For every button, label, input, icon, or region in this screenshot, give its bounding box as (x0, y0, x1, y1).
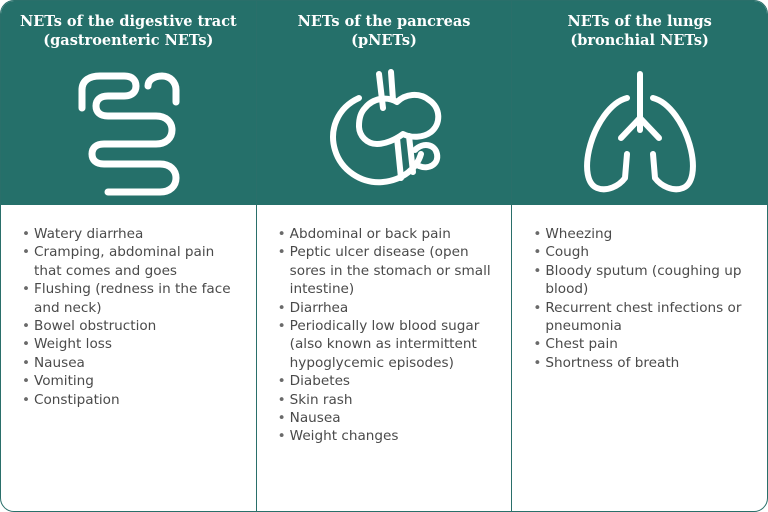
column-title-line2: (pNETs) (351, 32, 417, 49)
column-title-line1: NETs of the lungs (567, 13, 712, 30)
intestine-icon (63, 68, 193, 198)
column-digestive-tract: NETs of the digestive tract (gastroenter… (1, 1, 256, 511)
list-item: Nausea (278, 409, 502, 428)
list-item: Cough (533, 243, 757, 262)
list-item: Vomiting (22, 372, 246, 391)
list-item: Shortness of breath (533, 354, 757, 373)
column-header: NETs of the pancreas (pNETs) (256, 1, 512, 205)
list-item: Flushing (redness in the face and neck) (22, 280, 246, 317)
column-body: Abdominal or back pain Peptic ulcer dise… (257, 205, 512, 511)
symptom-list: Wheezing Cough Bloody sputum (coughing u… (533, 225, 757, 373)
list-item: Weight changes (278, 427, 502, 446)
column-title: NETs of the lungs (bronchial NETs) (568, 12, 712, 50)
column-title-line1: NETs of the digestive tract (19, 13, 237, 30)
list-item: Skin rash (278, 391, 502, 410)
column-body: Watery diarrhea Cramping, abdominal pain… (1, 205, 256, 511)
list-item: Chest pain (533, 335, 757, 354)
column-title-line2: (gastroenteric NETs) (43, 32, 214, 49)
list-item: Diarrhea (278, 299, 502, 318)
column-body: Wheezing Cough Bloody sputum (coughing u… (512, 205, 767, 511)
column-header: NETs of the lungs (bronchial NETs) (512, 1, 767, 205)
list-item: Periodically low blood sugar (also known… (278, 317, 502, 372)
column-title-line1: NETs of the pancreas (297, 13, 471, 30)
symptom-list: Abdominal or back pain Peptic ulcer dise… (278, 225, 502, 446)
list-item: Nausea (22, 354, 246, 373)
symptom-list: Watery diarrhea Cramping, abdominal pain… (22, 225, 246, 409)
column-lungs: NETs of the lungs (bronchial NETs) (511, 1, 767, 511)
column-pancreas: NETs of the pancreas (pNETs) (255, 1, 512, 511)
column-header: NETs of the digestive tract (gastroenter… (1, 1, 256, 205)
lungs-icon (575, 68, 705, 198)
list-item: Watery diarrhea (22, 225, 246, 244)
list-item: Abdominal or back pain (278, 225, 502, 244)
list-item: Weight loss (22, 335, 246, 354)
list-item: Diabetes (278, 372, 502, 391)
list-item: Constipation (22, 391, 246, 410)
list-item: Recurrent chest infections or pneumonia (533, 299, 757, 336)
column-title: NETs of the pancreas (pNETs) (298, 12, 471, 50)
column-title-line2: (bronchial NETs) (570, 32, 709, 49)
pancreas-icon (319, 68, 449, 198)
column-title: NETs of the digestive tract (gastroenter… (20, 12, 237, 50)
list-item: Wheezing (533, 225, 757, 244)
list-item: Peptic ulcer disease (open sores in the … (278, 243, 502, 298)
list-item: Bowel obstruction (22, 317, 246, 336)
list-item: Bloody sputum (coughing up blood) (533, 262, 757, 299)
list-item: Cramping, abdominal pain that comes and … (22, 243, 246, 280)
